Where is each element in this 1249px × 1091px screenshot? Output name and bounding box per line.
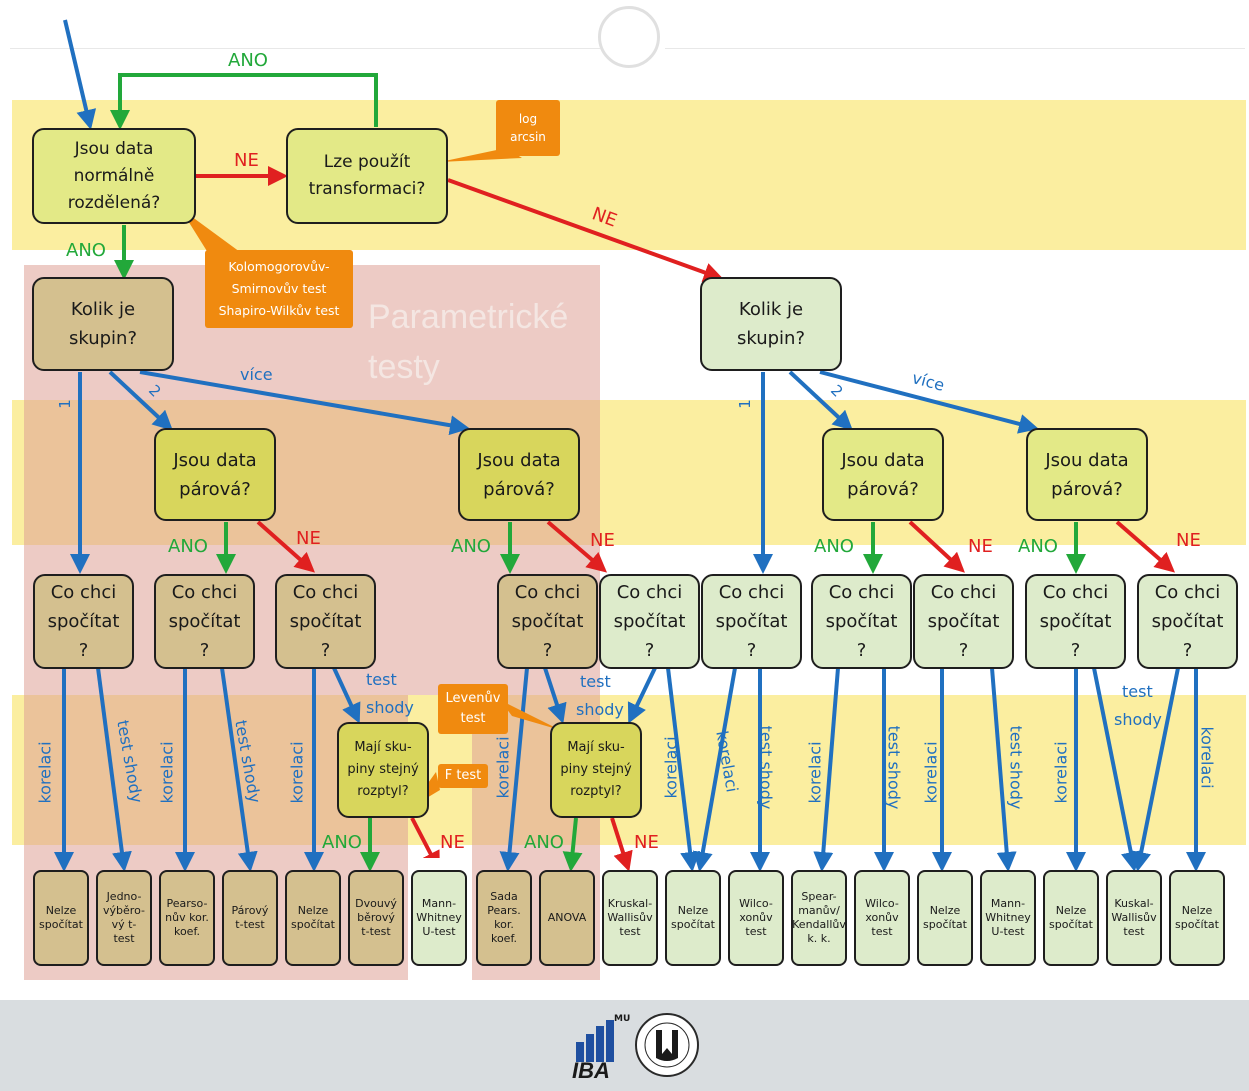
paired-ano-label-4: ANO bbox=[1018, 536, 1058, 557]
variance-ano-label-2: ANO bbox=[524, 832, 564, 853]
iba-logo: IBA MU bbox=[572, 1012, 632, 1083]
leaf-dvouvyberovy-t-test: Dvouvý běrový t-test bbox=[348, 870, 404, 966]
leaf-kuskal-wallis: Kuskal- Wallisův test bbox=[1106, 870, 1162, 966]
want-question-3: Co chci spočítat ? bbox=[275, 574, 376, 669]
edge-shody-1: shody bbox=[366, 698, 414, 717]
ano-loop-label: ANO bbox=[228, 50, 268, 71]
paired-ano-label-2: ANO bbox=[451, 536, 491, 557]
iba-logo-text: IBA bbox=[572, 1058, 610, 1083]
want-question-9: Co chci spočítat ? bbox=[1025, 574, 1126, 669]
edge-test-2: test bbox=[580, 672, 611, 691]
leaf-nelze-5: Nelze spočítat bbox=[1043, 870, 1099, 966]
edge-test-3: test bbox=[1122, 682, 1153, 701]
paired-question-1: Jsou data párová? bbox=[154, 428, 276, 521]
edge-korelaci-5: korelaci bbox=[661, 736, 681, 799]
leaf-wilcoxon-2: Wilco- xonův test bbox=[854, 870, 910, 966]
leaf-nelze-4: Nelze spočítat bbox=[917, 870, 973, 966]
paired-ne-label-2: NE bbox=[590, 530, 615, 551]
edge-test-shody-4: test shody bbox=[884, 725, 904, 810]
normality-tests-callout: Kolomogorovův- Smirnovův test Shapiro-Wi… bbox=[205, 250, 353, 328]
paired-ano-label-1: ANO bbox=[168, 536, 208, 557]
groups-question-nonparam: Kolik je skupin? bbox=[700, 277, 842, 371]
leaf-nelze-6: Nelze spočítat bbox=[1169, 870, 1225, 966]
paired-ne-label-3: NE bbox=[968, 536, 993, 557]
leaf-anova: ANOVA bbox=[539, 870, 595, 966]
footer: IBA MU bbox=[0, 1000, 1249, 1091]
edge-korelaci-3: korelaci bbox=[287, 741, 307, 804]
decorative-circle-icon bbox=[598, 6, 660, 68]
edge-test-shody-3: test shody bbox=[756, 725, 776, 810]
edge-korelaci-1: korelaci bbox=[35, 741, 55, 804]
edge-shody-3: shody bbox=[1114, 710, 1162, 729]
variance-ne-label-1: NE bbox=[440, 832, 465, 853]
paired-ano-label-3: ANO bbox=[814, 536, 854, 557]
want-question-10: Co chci spočítat ? bbox=[1137, 574, 1238, 669]
edge-test-1: test bbox=[366, 670, 397, 689]
variance-ano-label-1: ANO bbox=[322, 832, 362, 853]
want-question-1: Co chci spočítat ? bbox=[33, 574, 134, 669]
leaf-wilcoxon-1: Wilco- xonův test bbox=[728, 870, 784, 966]
leaf-nelze-3: Nelze spočítat bbox=[665, 870, 721, 966]
paired-question-2: Jsou data párová? bbox=[458, 428, 580, 521]
edge-korelaci-4: korelaci bbox=[493, 736, 513, 799]
f-test-callout: F test bbox=[438, 764, 488, 788]
section-title: Parametrické testy bbox=[368, 298, 569, 386]
want-question-6: Co chci spočítat ? bbox=[701, 574, 802, 669]
edge-shody-2: shody bbox=[576, 700, 624, 719]
transformation-callout: log arcsin bbox=[496, 100, 560, 156]
iba-logo-mu-text: MU bbox=[614, 1014, 631, 1024]
paired-question-3: Jsou data párová? bbox=[822, 428, 944, 521]
ano-down-label: ANO bbox=[66, 240, 106, 261]
edge-korelaci-10: korelaci bbox=[1197, 726, 1217, 789]
variance-question-2: Mají sku- piny stejný rozptyl? bbox=[550, 722, 642, 818]
leaf-nelze-2: Nelze spočítat bbox=[285, 870, 341, 966]
leaf-pearson: Pearso- nův kor. koef. bbox=[159, 870, 215, 966]
groups-more-label-param: více bbox=[240, 365, 273, 384]
ne-right-label: NE bbox=[234, 150, 259, 171]
edge-test-shody-5: test shody bbox=[1006, 725, 1026, 810]
leaf-mann-whitney-param: Mann- Whitney U-test bbox=[411, 870, 467, 966]
university-seal-icon bbox=[634, 1012, 700, 1078]
edge-korelaci-2: korelaci bbox=[157, 741, 177, 804]
leaf-spearman-kendall: Spear- manův/ Kendallův k. k. bbox=[791, 870, 847, 966]
connectors bbox=[54, 19, 1206, 872]
edge-korelaci-8: korelaci bbox=[921, 741, 941, 804]
leaf-parovy-t-test: Párový t-test bbox=[222, 870, 278, 966]
want-question-4: Co chci spočítat ? bbox=[497, 574, 598, 669]
groups-one-label-nonparam: 1 bbox=[735, 399, 754, 409]
want-question-8: Co chci spočítat ? bbox=[913, 574, 1014, 669]
leaf-mann-whitney-nonparam: Mann- Whitney U-test bbox=[980, 870, 1036, 966]
leaf-sada-pearson: Sada Pears. kor. koef. bbox=[476, 870, 532, 966]
variance-ne-label-2: NE bbox=[634, 832, 659, 853]
leaf-jednovyberovy-t-test: Jedno- výběro- vý t- test bbox=[96, 870, 152, 966]
groups-question-param: Kolik je skupin? bbox=[32, 277, 174, 371]
leaf-nelze-1: Nelze spočítat bbox=[33, 870, 89, 966]
edge-korelaci-9: korelaci bbox=[1051, 741, 1071, 804]
leaf-kruskal-wallis: Kruskal- Wallisův test bbox=[602, 870, 658, 966]
paired-ne-label-4: NE bbox=[1176, 530, 1201, 551]
groups-one-label-param: 1 bbox=[55, 399, 74, 409]
want-question-7: Co chci spočítat ? bbox=[811, 574, 912, 669]
want-question-5: Co chci spočítat ? bbox=[599, 574, 700, 669]
normality-question: Jsou data normálně rozdělená? bbox=[32, 128, 196, 224]
want-question-2: Co chci spočítat ? bbox=[154, 574, 255, 669]
variance-question-1: Mají sku- piny stejný rozptyl? bbox=[337, 722, 429, 818]
top-divider-right bbox=[665, 48, 1245, 49]
paired-question-4: Jsou data párová? bbox=[1026, 428, 1148, 521]
paired-ne-label-1: NE bbox=[296, 528, 321, 549]
levene-test-callout: Levenův test bbox=[438, 684, 508, 734]
transformation-question: Lze použít transformaci? bbox=[286, 128, 448, 224]
edge-korelaci-7: korelaci bbox=[805, 741, 825, 804]
top-divider-left bbox=[10, 48, 600, 49]
